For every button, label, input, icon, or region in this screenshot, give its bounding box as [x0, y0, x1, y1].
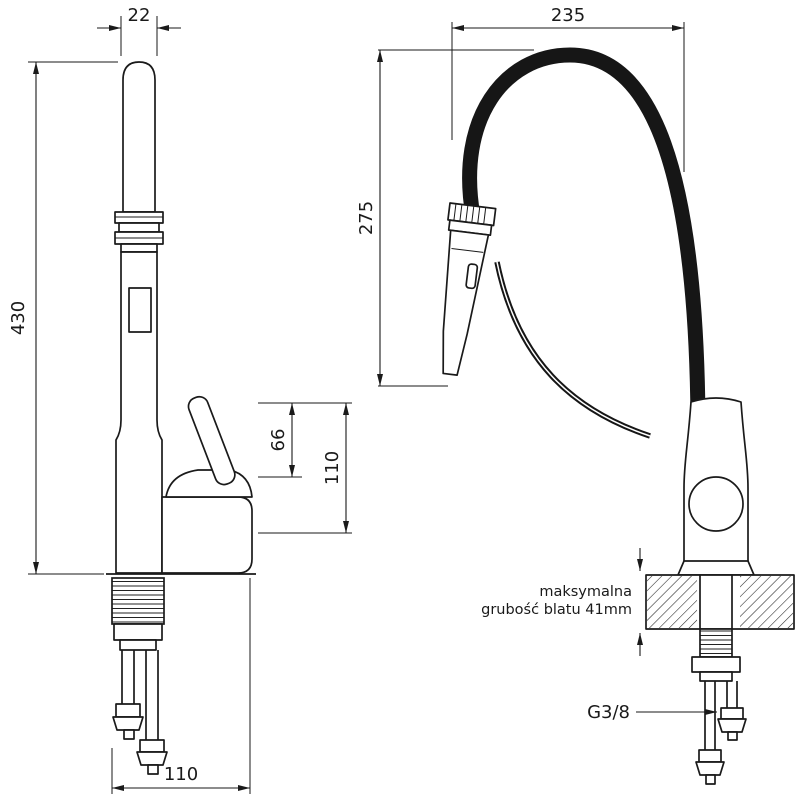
mounting-nut [691, 656, 741, 673]
thread-size-label: G3/8 [587, 702, 630, 723]
countertop-note-line2: grubość blatu 41mm [481, 602, 632, 618]
ball-joint [688, 476, 744, 532]
dim-reach-235: 235 [451, 5, 685, 172]
spray-button [465, 263, 479, 290]
mounting-nut [113, 623, 163, 641]
spout-arc-hose [462, 47, 706, 421]
pullout-hose [494, 261, 651, 439]
front-view: maksymalna grubość blatu 41mm G3/8 [356, 5, 795, 785]
countertop-hatch-right [740, 576, 793, 628]
threaded-shank [699, 628, 733, 658]
mounting-hardware-front [691, 628, 747, 785]
mounting-hardware [106, 573, 256, 775]
hose-fitting [720, 707, 744, 720]
hose-fitting [115, 703, 141, 718]
hose-fitting [139, 739, 165, 753]
logo-plate [128, 287, 152, 333]
handle-lever [187, 395, 236, 486]
countertop-section [637, 548, 795, 656]
dim-lever-66: 66 [258, 402, 352, 478]
dim-label-base-depth: 110 [164, 764, 198, 785]
hose-fitting [698, 749, 722, 763]
dim-label-spout-width: 22 [128, 5, 151, 26]
handle-assembly [161, 395, 253, 574]
dim-label-spout-height: 275 [356, 201, 377, 235]
base-flange [677, 560, 755, 576]
dim-lever-110: 110 [258, 403, 352, 534]
threaded-shank [111, 577, 165, 625]
dim-label-reach: 235 [551, 5, 585, 26]
dim-label-lever-rise: 66 [268, 429, 289, 452]
thread-label-group: G3/8 [587, 702, 717, 723]
countertop-note: maksymalna grubość blatu 41mm [481, 584, 632, 618]
countertop-hatch-left [647, 576, 697, 628]
dim-label-lever-total: 110 [322, 451, 343, 485]
spout-column [114, 61, 164, 574]
dim-spout-height-275: 275 [356, 49, 534, 387]
countertop-note-line1: maksymalna [539, 584, 632, 600]
dim-total-height: 430 [8, 61, 118, 575]
spray-head [442, 202, 497, 376]
dim-label-total-height: 430 [8, 301, 29, 335]
dim-spout-width: 22 [97, 5, 181, 56]
faucet-body-front [677, 397, 755, 576]
dim-base-110: 110 [111, 578, 251, 794]
handle-dome [165, 469, 253, 498]
side-view: 22 430 66 110 110 [8, 5, 352, 794]
mixer-body [161, 496, 253, 574]
